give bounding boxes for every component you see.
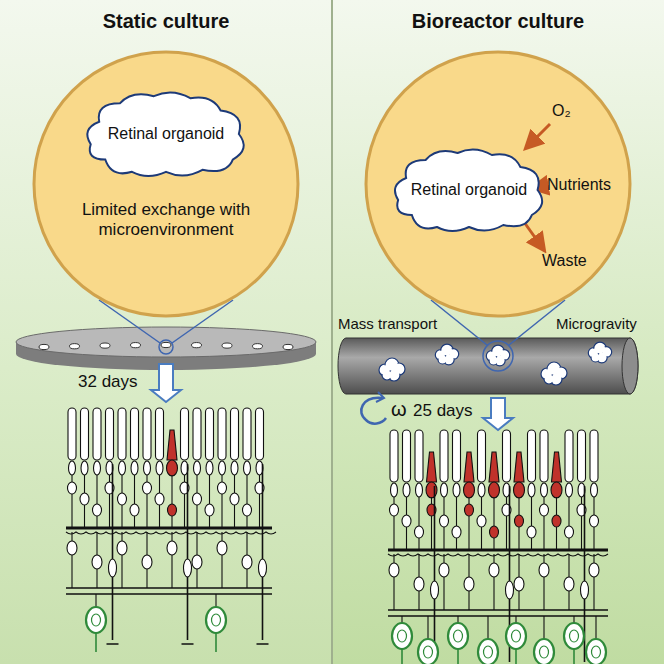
organoid-small xyxy=(588,342,611,363)
figure-label: Microgravity xyxy=(556,315,637,332)
organoid-cloud: Retinal organoid xyxy=(389,145,549,235)
panel-divider xyxy=(331,0,333,664)
organoid-small xyxy=(435,344,458,365)
organoid-small xyxy=(541,362,567,385)
retina-cells xyxy=(66,408,276,652)
retina-cells xyxy=(388,430,608,664)
flow-arrow xyxy=(526,124,550,148)
magnified-circle: O₂ NutrientsWaste Retinal organoid xyxy=(364,50,632,318)
circle-text: Nutrients xyxy=(547,176,627,194)
organoid-small xyxy=(379,358,405,381)
time-arrow xyxy=(483,398,513,430)
organoid-label: Retinal organoid xyxy=(94,125,239,143)
panel-band: Static cultureLimited exchange with micr… xyxy=(0,0,332,664)
figure-label: 25 days xyxy=(413,401,473,421)
organoid-small xyxy=(486,345,509,366)
panel-heading: Bioreactor culture xyxy=(332,10,664,33)
circle-shape xyxy=(32,50,300,318)
organoid-label: Retinal organoid xyxy=(397,181,542,199)
flow-arrow xyxy=(524,222,544,250)
figure-label: ω xyxy=(391,398,407,421)
circle-text: Limited exchange with microenvironment xyxy=(76,200,256,239)
magnified-circle: Limited exchange with microenvironment Re… xyxy=(32,50,300,318)
panel-heading: Static culture xyxy=(0,10,332,33)
figure-label: Mass transport xyxy=(338,315,437,332)
bioreactor-vessel xyxy=(338,338,638,394)
figure-label: 32 days xyxy=(78,372,138,392)
rotation-arrow xyxy=(361,392,386,424)
circle-text: Waste xyxy=(542,252,602,270)
time-arrow xyxy=(151,364,181,402)
circle-text: O₂ xyxy=(552,102,582,120)
organoid-cloud: Retinal organoid xyxy=(81,88,251,180)
